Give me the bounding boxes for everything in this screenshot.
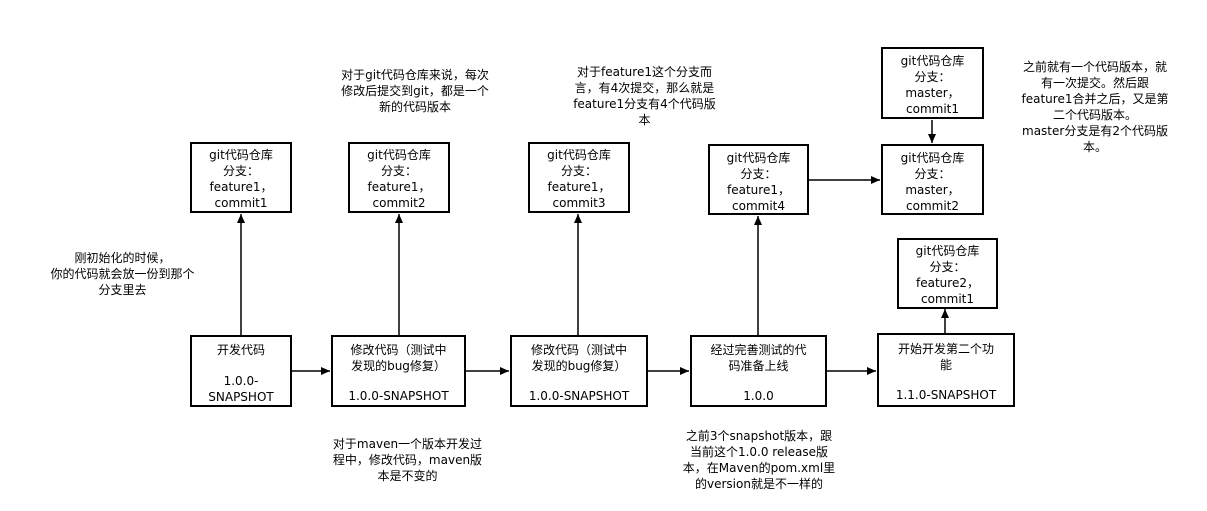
commit-box-c3: git代码仓库 分支： feature1， commit3 — [528, 142, 630, 213]
commit-text: git代码仓库 分支： feature1， commit3 — [547, 148, 611, 210]
version-title: 修改代码（测试中 发现的bug修复） — [350, 343, 447, 373]
feature2-box-f2: git代码仓库 分支： feature2， commit1 — [897, 238, 998, 309]
annotation-release: 之前3个snapshot版本，跟 当前这个1.0.0 release版 本，在M… — [682, 429, 836, 491]
annotation-init: 刚初始化的时候， 你的代码就会放一份到那个 分支里去 — [50, 251, 195, 297]
version-box-v1: 开发代码 1.0.0- SNAPSHOT — [190, 335, 292, 407]
master-box-m2: git代码仓库 分支： master， commit2 — [881, 144, 984, 215]
version-number: 1.0.0 — [743, 389, 774, 403]
version-title: 开始开发第二个功 能 — [897, 342, 994, 372]
commit-text: git代码仓库 分支： feature1， commit1 — [209, 148, 273, 210]
version-number: 1.1.0-SNAPSHOT — [895, 388, 997, 402]
version-box-v4: 经过完善测试的代 码准备上线 1.0.0 — [690, 335, 827, 407]
commit-text: git代码仓库 分支： feature1， commit4 — [726, 151, 791, 213]
master-box-m1: git代码仓库 分支： master， commit1 — [881, 47, 984, 119]
commit-text: git代码仓库 分支： feature2， commit1 — [915, 244, 980, 306]
version-number: 1.0.0-SNAPSHOT — [348, 389, 449, 403]
version-box-v2: 修改代码（测试中 发现的bug修复） 1.0.0-SNAPSHOT — [331, 335, 466, 407]
version-number: 1.0.0- SNAPSHOT — [208, 374, 274, 404]
commit-box-c1: git代码仓库 分支： feature1， commit1 — [190, 142, 292, 213]
version-title: 开发代码 — [216, 343, 265, 357]
commit-box-c4: git代码仓库 分支： feature1， commit4 — [708, 144, 809, 215]
commit-box-c2: git代码仓库 分支： feature1， commit2 — [348, 142, 450, 213]
version-title: 修改代码（测试中 发现的bug修复） — [530, 343, 627, 373]
version-title: 经过完善测试的代 码准备上线 — [710, 343, 807, 373]
annotation-master: 之前就有一个代码版本，就 有一次提交。然后跟 feature1合并之后，又是第 … — [1021, 60, 1169, 154]
version-box-v5: 开始开发第二个功 能 1.1.0-SNAPSHOT — [877, 333, 1015, 407]
annotation-git-commit: 对于git代码仓库来说，每次 修改后提交到git，都是一个 新的代码版本 — [341, 68, 489, 114]
commit-text: git代码仓库 分支： feature1， commit2 — [367, 148, 431, 210]
annotation-feature1: 对于feature1这个分支而 言，有4次提交，那么就是 feature1分支有… — [573, 65, 716, 127]
version-box-v3: 修改代码（测试中 发现的bug修复） 1.0.0-SNAPSHOT — [510, 335, 648, 407]
commit-text: git代码仓库 分支： master， commit1 — [900, 54, 965, 116]
version-number: 1.0.0-SNAPSHOT — [528, 389, 630, 403]
annotation-maven: 对于maven一个版本开发过 程中，修改代码，maven版 本是不变的 — [332, 437, 483, 483]
commit-text: git代码仓库 分支： master， commit2 — [900, 151, 965, 213]
